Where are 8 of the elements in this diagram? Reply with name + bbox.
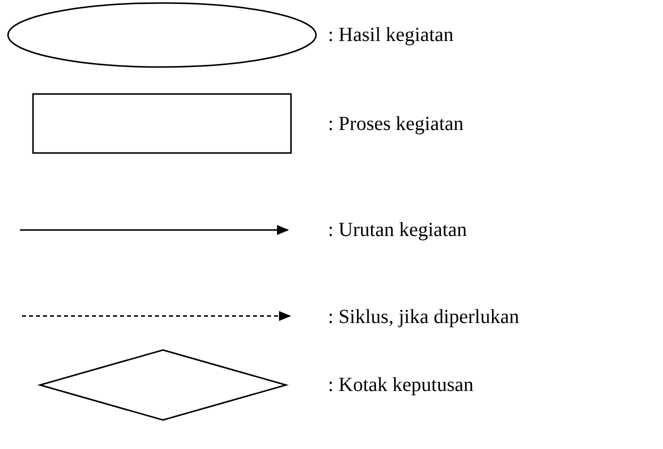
diamond-symbol: [37, 349, 289, 421]
rectangle-symbol: [32, 93, 292, 154]
legend-text: : Kotak keputusan: [328, 373, 474, 397]
legend-text: : Siklus, jika diperlukan: [328, 305, 520, 329]
legend-text: : Urutan kegiatan: [328, 218, 467, 242]
legend-text: : Proses kegiatan: [328, 112, 464, 136]
legend-text: : Hasil kegiatan: [328, 23, 454, 47]
ellipse-symbol: [7, 2, 317, 68]
